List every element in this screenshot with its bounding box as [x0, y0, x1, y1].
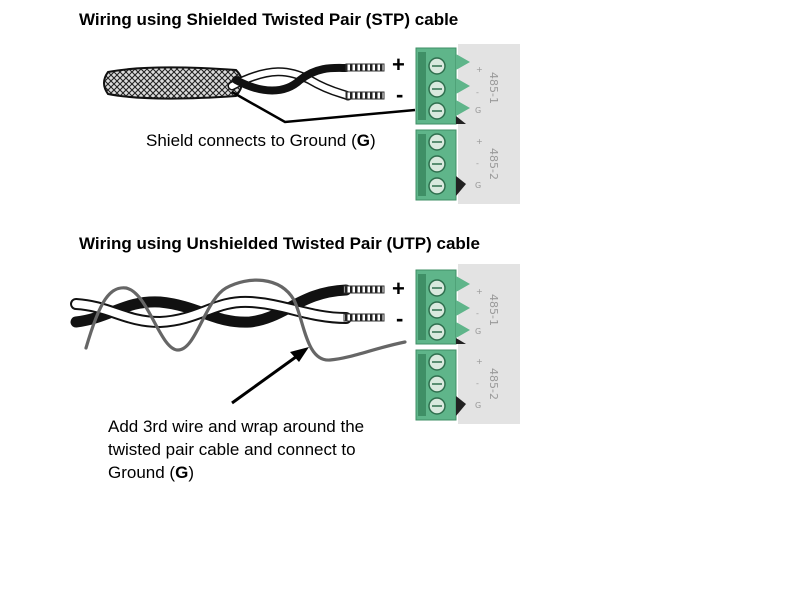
- utp-minus-sign: -: [396, 306, 404, 331]
- stp-minus-sign: -: [396, 82, 404, 107]
- utp-annotation-line2: twisted pair cable and connect to: [108, 440, 356, 459]
- port2-label: 485-2: [487, 148, 500, 180]
- utp-annotation-line1: Add 3rd wire and wrap around the: [108, 417, 365, 436]
- utp-heading: Wiring using Unshielded Twisted Pair (UT…: [79, 234, 480, 253]
- utp-plus-sign: +: [392, 276, 405, 301]
- stp-heading: Wiring using Shielded Twisted Pair (STP)…: [79, 10, 459, 29]
- stp-plus-conductor: [345, 63, 385, 72]
- port2-pin-minus: -: [476, 159, 479, 168]
- utp-port1-pin-ground: G: [475, 327, 481, 336]
- port1-pin-plus: +: [476, 65, 483, 74]
- utp-plus-conductor: [343, 285, 385, 294]
- utp-minus-conductor: [343, 313, 385, 322]
- utp-annotation-line3-prefix: Ground (: [108, 463, 176, 482]
- utp-port2-pin-plus: +: [476, 357, 483, 366]
- utp-port1-pin-minus: -: [476, 309, 479, 318]
- utp-annotation-line3: Ground (G): [108, 461, 364, 484]
- port2-pin-ground: G: [475, 181, 481, 190]
- port2-pin-plus: +: [476, 137, 483, 146]
- utp-annotation-ground: G: [175, 463, 189, 482]
- utp-port1-label: 485-1: [487, 294, 500, 326]
- utp-port2-label: 485-2: [487, 368, 500, 400]
- utp-terminal-block: + - G + - G 485-1 485-2: [415, 264, 520, 424]
- stp-panel: [456, 44, 520, 204]
- utp-port2-pin-minus: -: [476, 379, 479, 388]
- stp-cable: [103, 63, 416, 124]
- stp-annotation: Shield connects to Ground (G): [146, 129, 376, 152]
- utp-annotation-line3-suffix: ): [188, 463, 194, 482]
- stp-plus-sign: +: [392, 52, 405, 77]
- stp-terminal-block: + - G + - G 485-1 485-2: [415, 44, 520, 204]
- stp-black-wire: [232, 63, 350, 95]
- utp-annotation-arrow: [231, 347, 309, 405]
- stp-annotation-suffix: ): [369, 131, 376, 150]
- utp-port1-pin-plus: +: [476, 287, 483, 296]
- stp-annotation-prefix: Shield connects to Ground (: [146, 131, 357, 150]
- utp-ground-wire: [84, 278, 407, 362]
- utp-port2-pin-ground: G: [475, 401, 481, 410]
- utp-cable: [70, 278, 407, 362]
- stp-annotation-ground: G: [356, 131, 370, 150]
- port1-label: 485-1: [487, 72, 500, 104]
- port1-pin-ground: G: [475, 106, 481, 115]
- stp-ground-lead: [231, 90, 416, 124]
- stp-shield-braid: [103, 66, 243, 100]
- utp-annotation: Add 3rd wire and wrap around the twisted…: [108, 415, 364, 484]
- stp-minus-conductor: [345, 91, 385, 100]
- port1-pin-minus: -: [476, 88, 479, 97]
